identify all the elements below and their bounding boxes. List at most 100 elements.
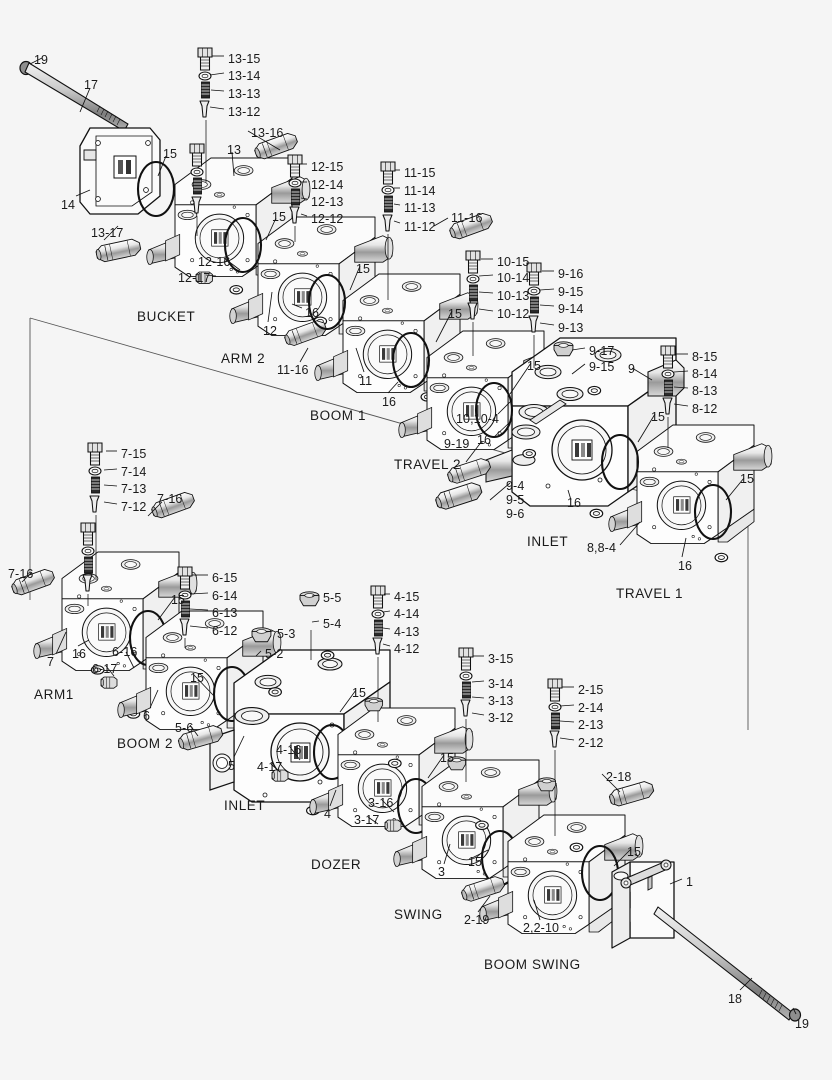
fitting-6-17 (100, 676, 118, 689)
fastener-stack-2 (547, 678, 563, 836)
oring-16-c (522, 448, 537, 459)
callout-c-15-c: 15 (356, 262, 371, 276)
oring-15-d (391, 331, 431, 389)
plug-4-upper (364, 697, 384, 712)
callout-c-5-6: 5-6 (175, 721, 194, 735)
section-label-swing: SWING (394, 907, 443, 922)
callout-c-4-17: 4-17 (257, 760, 283, 774)
callout-c-9-15a: 9-15 (558, 285, 584, 299)
callout-c-5-3: 5-3 (277, 627, 296, 641)
callout-c-16-c: 16 (477, 433, 492, 447)
callout-c-18: 18 (728, 992, 743, 1006)
oring-15-c (307, 273, 347, 331)
callout-c-9-13: 9-13 (558, 321, 584, 335)
section-label-inlet-top: INLET (527, 534, 569, 549)
section-label-boom2: BOOM 2 (117, 736, 174, 751)
callout-c-12-15: 12-15 (311, 160, 344, 174)
callout-c-15-i: 15 (190, 671, 205, 685)
plug-5-5 (299, 591, 320, 607)
callout-c-6-13: 6-13 (212, 606, 238, 620)
callout-c-2-2-10: 2,2-10 (523, 921, 560, 935)
leader-lines (21, 55, 797, 1015)
callout-c-6-15: 6-15 (212, 571, 238, 585)
callout-c-2-12: 2-12 (578, 736, 604, 750)
callout-c-8-15: 8-15 (692, 350, 718, 364)
callout-c-13-12: 13-12 (228, 105, 261, 119)
oring-5-2 (268, 687, 282, 697)
callout-c-17: 17 (84, 78, 99, 92)
callout-c-4-15: 4-15 (394, 590, 420, 604)
callout-c-7-14: 7-14 (121, 465, 147, 479)
plug-9-17 (553, 341, 574, 357)
callout-c-13-15: 13-15 (228, 52, 261, 66)
oring-16-e (714, 552, 729, 563)
callout-c-5-4: 5-4 (323, 617, 342, 631)
callout-c-11-13: 11-13 (404, 201, 436, 215)
callout-c-10-10-4: 10,10-4 (456, 412, 500, 426)
callout-c-12-17: 12-17 (178, 271, 211, 285)
callout-c-5: 5 (228, 759, 236, 773)
callout-c-7-13: 7-13 (121, 482, 147, 496)
section-label-arm1: ARM1 (34, 687, 74, 702)
callout-c-11-15: 11-15 (404, 166, 436, 180)
callout-c-13-17: 13-17 (91, 226, 124, 240)
callout-c-15-k: 15 (440, 751, 455, 765)
callout-c-10-14: 10-14 (497, 271, 530, 285)
callout-c-16-d: 16 (567, 496, 582, 510)
callout-c-11: 11 (359, 374, 373, 388)
callout-c-1: 1 (686, 875, 694, 889)
callout-c-2-19: 2-19 (464, 913, 490, 927)
callout-c-4-12: 4-12 (394, 642, 420, 656)
section-label-dozer: DOZER (311, 857, 362, 872)
callout-c-2-13: 2-13 (578, 718, 604, 732)
section-label-arm2: ARM 2 (221, 351, 266, 366)
callout-c-12-13: 12-13 (311, 195, 344, 209)
callout-c-3-17: 3-17 (354, 813, 380, 827)
fastener-stack-12 (287, 154, 303, 242)
callout-c-7-15: 7-15 (121, 447, 147, 461)
callout-c-3: 3 (438, 865, 446, 879)
plug-5-3 (251, 627, 272, 643)
callout-c-8-13: 8-13 (692, 384, 718, 398)
fastener-stack-11 (380, 161, 396, 300)
callout-c-15-h: 15 (171, 593, 186, 607)
callout-c-3-14: 3-14 (488, 677, 514, 691)
callout-c-9-4: 9-4 (506, 479, 525, 493)
fastener-stack-7 (80, 442, 103, 606)
callout-c-8-8-4: 8,8-4 (587, 541, 616, 555)
callout-c-10-15: 10-15 (497, 255, 530, 269)
callout-c-15-g: 15 (740, 472, 755, 486)
oring-15 (136, 160, 176, 218)
callout-c-15-m: 15 (627, 845, 642, 859)
callout-c-3-13: 3-13 (488, 694, 514, 708)
valve-section-9-inlet (485, 337, 685, 507)
callout-c-16-b: 16 (382, 395, 397, 409)
callout-c-2-15: 2-15 (578, 683, 604, 697)
callout-c-15-b: 15 (272, 210, 287, 224)
callout-c-7-12: 7-12 (121, 500, 147, 514)
end-cover-14 (79, 127, 161, 215)
callout-c-9-14: 9-14 (558, 302, 584, 316)
callout-c-11-16a: 11-16 (451, 211, 483, 225)
plug-13-17 (94, 237, 143, 264)
oring-2-upper (569, 842, 584, 853)
fastener-stack-13 (189, 47, 213, 236)
callout-c-15-j: 15 (352, 686, 367, 700)
callout-c-8-14: 8-14 (692, 367, 718, 381)
section-label-boom1: BOOM 1 (310, 408, 367, 423)
callout-c-12-12: 12-12 (311, 212, 344, 226)
callout-c-5-5: 5-5 (323, 591, 342, 605)
oring-16-d (589, 508, 604, 519)
callout-c-12: 12 (263, 324, 278, 338)
callout-c-2-18: 2-18 (606, 770, 632, 784)
plug-2-upper (537, 777, 557, 792)
callout-c-14: 14 (61, 198, 76, 212)
oring-15-f (600, 433, 640, 491)
tie-rod-lower-assembly (653, 906, 802, 1022)
callout-c-7-16a: 7-16 (157, 492, 183, 506)
callout-c-12-14: 12-14 (311, 178, 344, 192)
callout-c-13-16: 13-16 (251, 126, 284, 140)
callout-c-11-16b: 11-16 (277, 363, 309, 377)
callout-c-6-17: 6-17 (92, 662, 118, 676)
